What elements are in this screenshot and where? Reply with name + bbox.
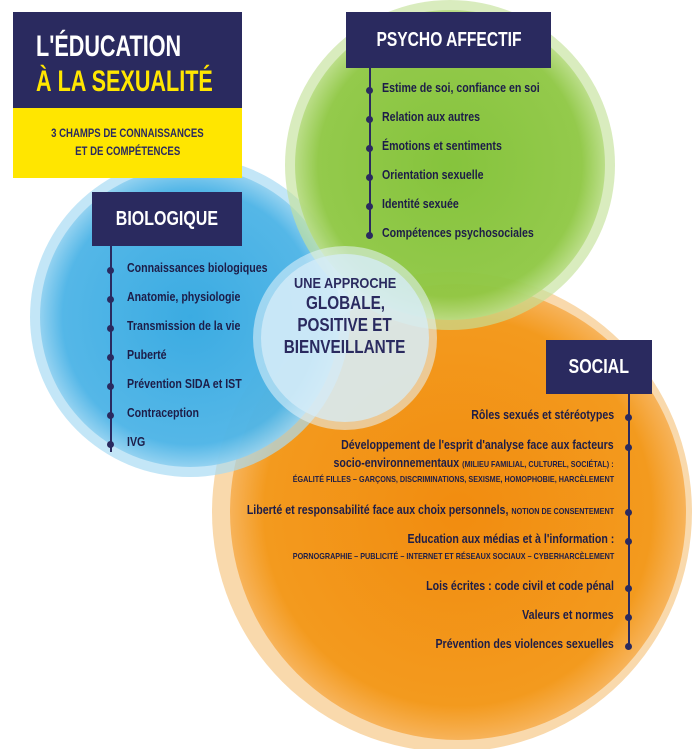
bullet-dot <box>366 174 373 181</box>
social-item-medias-details: PORNOGRAPHIE – PUBLICITÉ – INTERNET ET R… <box>292 551 614 561</box>
psycho-item: Identité sexuée <box>382 197 459 211</box>
center-message: UNE APPROCHE GLOBALE, POSITIVE ET BIENVE… <box>265 275 425 358</box>
bullet-dot <box>625 444 632 451</box>
psycho-header: PSYCHO AFFECTIF <box>346 12 551 68</box>
social-header: SOCIAL <box>546 340 652 394</box>
psycho-item: Relation aux autres <box>382 110 481 124</box>
center-line4: BIENVEILLANTE <box>284 337 406 357</box>
subtitle-line2: ET DE COMPÉTENCES <box>74 144 181 158</box>
psycho-item: Émotions et sentiments <box>382 139 502 153</box>
social-item-medias: Education aux médias et à l'information … <box>407 532 614 546</box>
bullet-dot <box>107 296 114 303</box>
bullet-dot <box>625 585 632 592</box>
bullet-dot <box>625 643 632 650</box>
center-line1: UNE APPROCHE <box>293 275 397 292</box>
bio-item: IVG <box>127 435 146 449</box>
bullet-dot <box>107 325 114 332</box>
psycho-item: Orientation sexuelle <box>382 168 484 182</box>
title-box: L'ÉDUCATION À LA SEXUALITÉ <box>13 12 242 108</box>
psycho-item: Compétences psychosociales <box>382 226 534 240</box>
bio-item: Connaissances biologiques <box>127 261 268 275</box>
social-item-analyse-context: (MILIEU FAMILIAL, CULTUREL, SOCIÉTAL) : <box>462 459 614 469</box>
center-circle <box>261 254 429 422</box>
social-line <box>628 394 630 648</box>
social-title: SOCIAL <box>568 355 630 378</box>
social-item-liberte: Liberté et responsabilité face aux choix… <box>246 503 509 517</box>
social-item-analyse-details: ÉGALITÉ FILLES – GARÇONS, DISCRIMINATION… <box>292 474 614 484</box>
bio-item: Transmission de la vie <box>127 319 241 333</box>
social-item-analyse-line2: socio-environnementaux <box>333 456 460 470</box>
bullet-dot <box>366 116 373 123</box>
bullet-dot <box>107 354 114 361</box>
bullet-dot <box>107 383 114 390</box>
bullet-dot <box>366 203 373 210</box>
bio-line <box>110 246 112 452</box>
title-line1: L'ÉDUCATION <box>36 30 182 63</box>
psycho-title: PSYCHO AFFECTIF <box>375 28 522 51</box>
title-line2: À LA SEXUALITÉ <box>36 65 213 98</box>
bullet-dot <box>625 538 632 545</box>
social-item-liberte-note: NOTION DE CONSENTEMENT <box>511 506 614 516</box>
bullet-dot <box>366 145 373 152</box>
social-item-violences: Prévention des violences sexuelles <box>435 637 614 651</box>
subtitle-line1: 3 CHAMPS DE CONNAISSANCES <box>51 126 204 140</box>
center-line2: GLOBALE, <box>305 293 385 313</box>
bullet-dot <box>366 232 373 239</box>
social-item-roles: Rôles sexués et stéréotypes <box>471 408 614 422</box>
subtitle-box: 3 CHAMPS DE CONNAISSANCES ET DE COMPÉTEN… <box>13 108 242 178</box>
social-item-analyse: Développement de l'esprit d'analyse face… <box>341 438 614 452</box>
bullet-dot <box>107 412 114 419</box>
bullet-dot <box>625 509 632 516</box>
bullet-dot <box>625 614 632 621</box>
bio-header: BIOLOGIQUE <box>92 192 242 246</box>
bullet-dot <box>625 414 632 421</box>
bullet-dot <box>366 87 373 94</box>
social-item-lois: Lois écrites : code civil et code pénal <box>426 579 614 593</box>
psycho-item: Estime de soi, confiance en soi <box>382 81 540 95</box>
bio-title: BIOLOGIQUE <box>115 207 219 230</box>
bullet-dot <box>107 267 114 274</box>
bullet-dot <box>107 441 114 448</box>
social-item-valeurs: Valeurs et normes <box>522 608 614 622</box>
bio-item: Prévention SIDA et IST <box>127 377 242 391</box>
bio-item: Contraception <box>127 406 200 420</box>
center-line3: POSITIVE ET <box>297 315 393 335</box>
psycho-line <box>369 68 371 238</box>
bio-item: Anatomie, physiologie <box>127 290 241 304</box>
green-circle <box>295 10 605 320</box>
bio-item: Puberté <box>127 348 167 362</box>
